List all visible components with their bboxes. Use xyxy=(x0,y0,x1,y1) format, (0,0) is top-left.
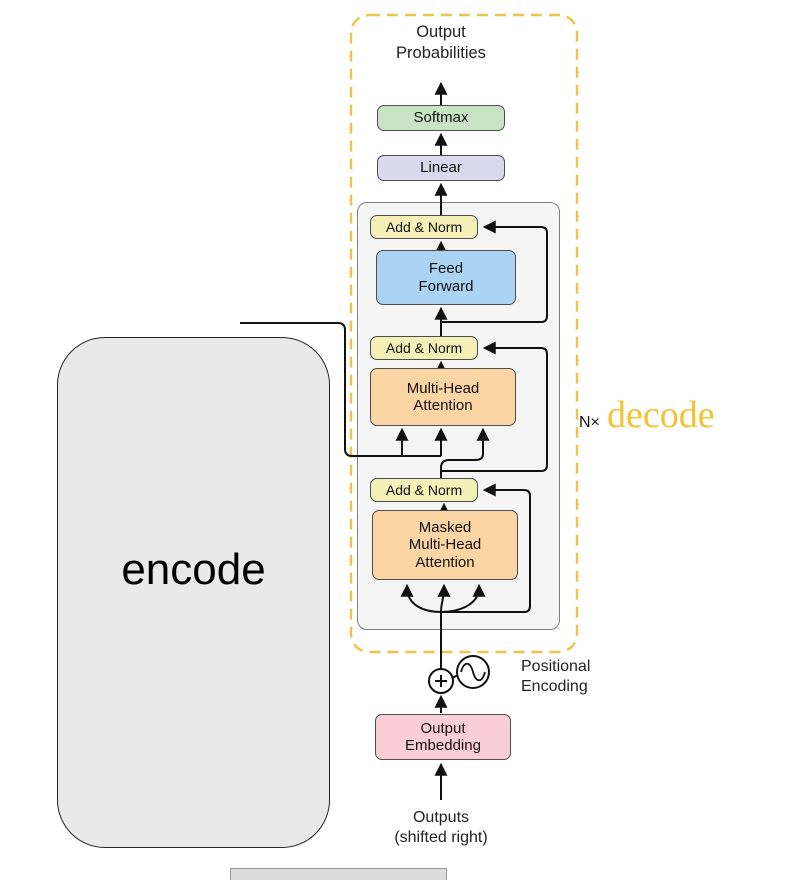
output-embedding-box: Output Embedding xyxy=(375,714,511,760)
multi-head-attention-box: Multi-Head Attention xyxy=(370,368,516,426)
cropped-bottom-strip xyxy=(230,868,447,880)
encode-label: encode xyxy=(121,545,266,594)
add-norm-box-bottom: Add & Norm xyxy=(370,478,478,502)
add-icon xyxy=(428,668,454,694)
output-probabilities-label: Output Probabilities xyxy=(396,23,486,62)
feed-forward-box: Feed Forward xyxy=(376,250,516,305)
add-norm-box-middle: Add & Norm xyxy=(370,336,478,360)
encoder-cover-shape: encode xyxy=(57,337,330,848)
add-norm-box-top: Add & Norm xyxy=(370,215,478,239)
masked-multi-head-attention-box: Masked Multi-Head Attention xyxy=(372,510,518,580)
n-times-label: N× xyxy=(579,414,600,431)
decode-label: decode xyxy=(607,394,715,436)
softmax-box: Softmax xyxy=(377,105,505,131)
linear-box: Linear xyxy=(377,155,505,181)
outputs-label: Outputs (shifted right) xyxy=(394,809,488,846)
positional-encoding-label: Positional Encoding xyxy=(521,658,591,695)
positional-encoding-icon xyxy=(451,655,490,689)
